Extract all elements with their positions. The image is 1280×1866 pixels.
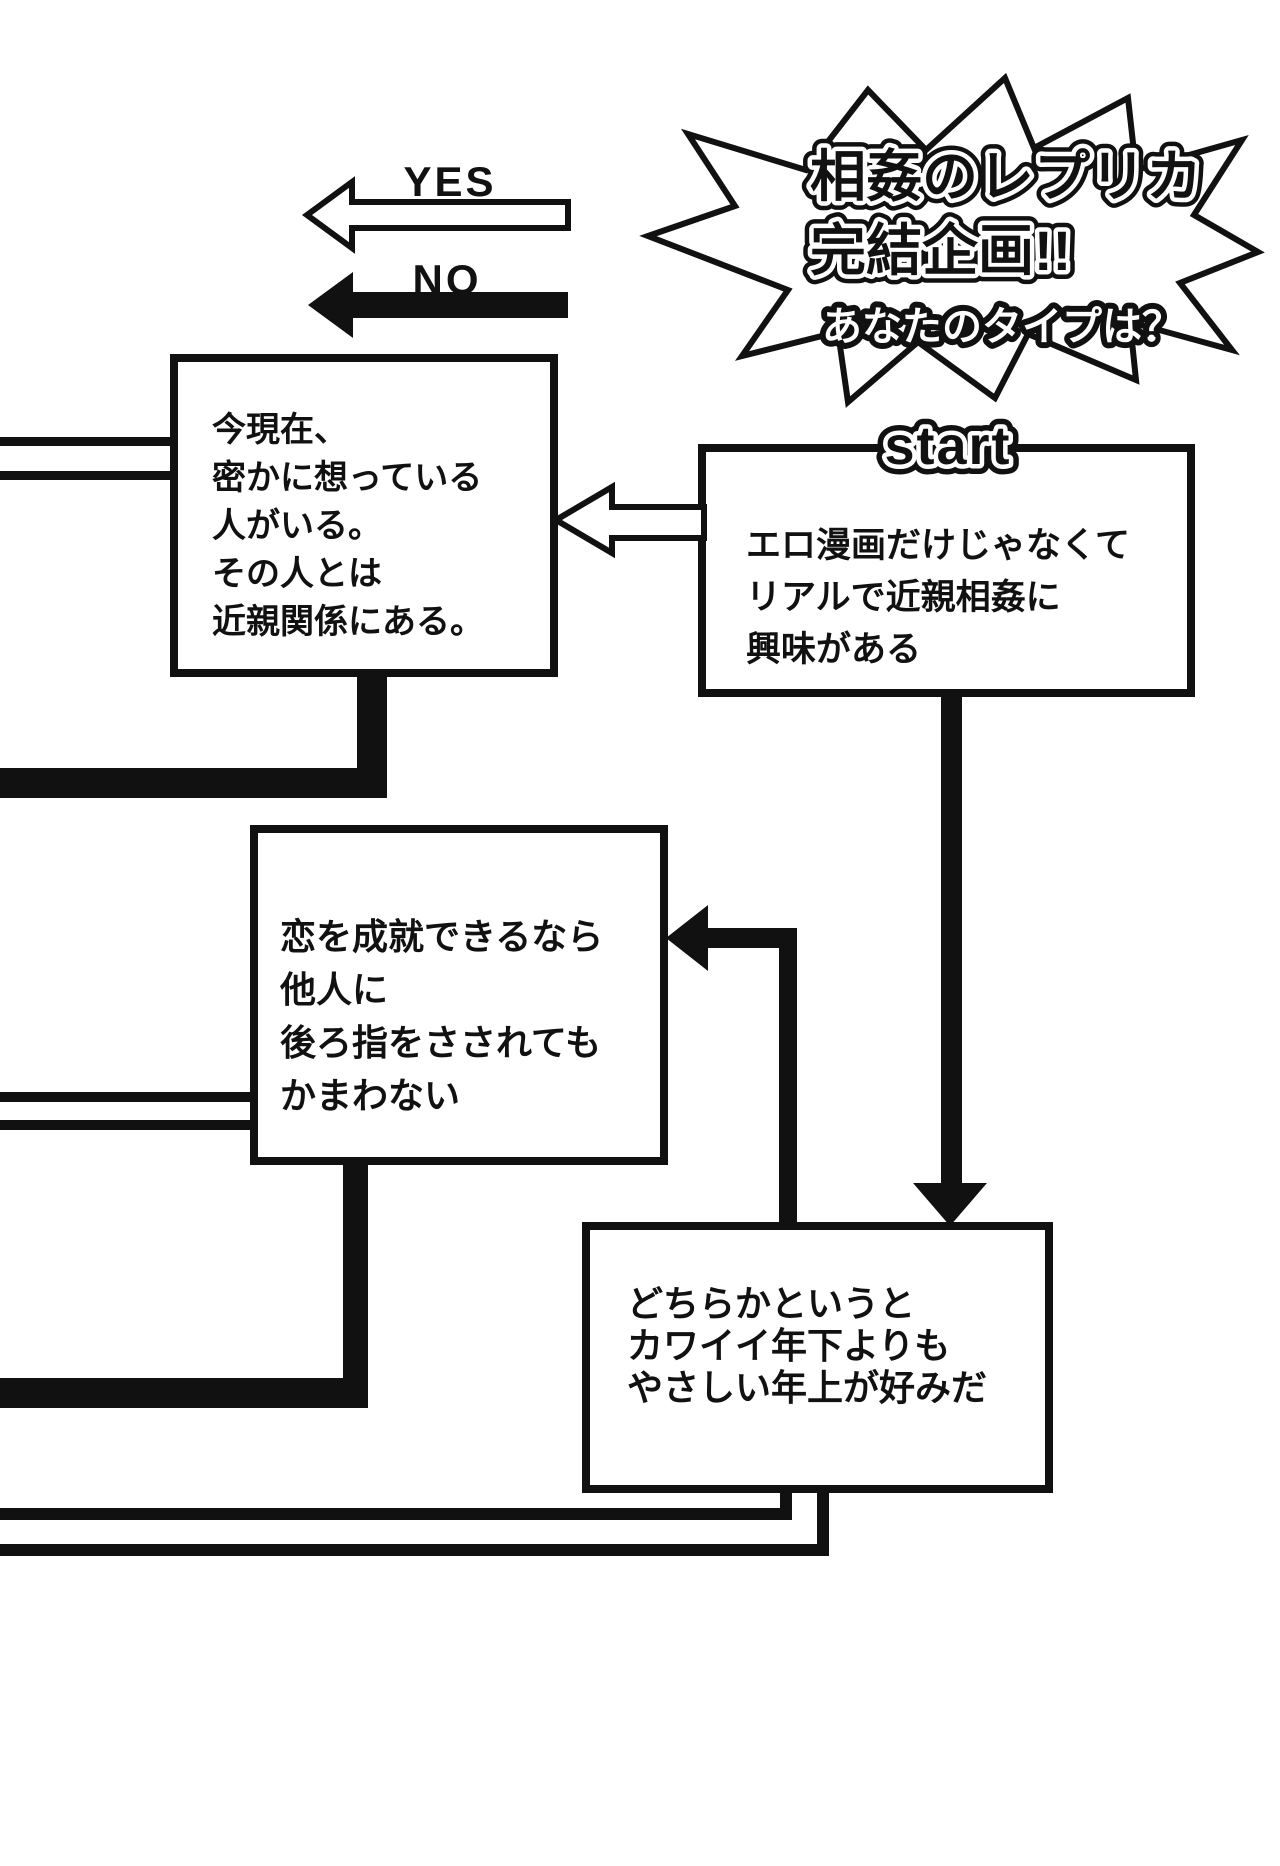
approval-left-line-bottom [0, 1120, 252, 1130]
start-down-arrowhead [913, 1183, 987, 1226]
burst-title-line2: 完結企画!! [810, 219, 1071, 282]
burst-title: 相姦のレプリカ 完結企画!! 相姦のレプリカ 完結企画!! [801, 136, 1211, 291]
crush-left-line-top [0, 437, 172, 446]
flow-box-start-text: エロ漫画だけじゃなくて リアルで近親相姦に 興味がある [746, 526, 1130, 669]
flow-box-older-preference: どちらかというと カワイイ年下よりも やさしい年上が好みだ [582, 1222, 1053, 1493]
crush-left-line-bottom [0, 471, 172, 480]
older-bottom-line1-horizontal [0, 1508, 792, 1520]
no-arrow [308, 272, 568, 338]
approval-bottom-line-horizontal [0, 1378, 368, 1408]
flow-box-older-preference-text: どちらかというと カワイイ年下よりも やさしい年上が好みだ [627, 1284, 988, 1408]
start-down-line [941, 693, 962, 1188]
older-bottom-line2-vertical [817, 1488, 829, 1556]
flow-box-approval: 恋を成就できるなら 他人に 後ろ指をさされても かまわない [250, 825, 668, 1165]
flow-box-secret-crush-text: 今現在、 密かに想っている 人がいる。 その人とは 近親関係にある。 [212, 412, 484, 641]
approval-left-line-top [0, 1092, 252, 1102]
burst-subtitle: あなたのタイプは？ [822, 305, 1182, 349]
crush-yes-arrow [550, 481, 707, 559]
approval-bottom-line-vertical [343, 1158, 368, 1408]
crush-bottom-line-horizontal [0, 768, 387, 798]
yes-label: YES [403, 158, 496, 205]
burst-title-line2-outer: 完結企画!! [810, 219, 1071, 282]
flow-box-secret-crush: 今現在、 密かに想っている 人がいる。 その人とは 近親関係にある。 [170, 354, 558, 677]
burst-title-line1-outer: 相姦のレプリカ [810, 145, 1202, 208]
burst-title-line1: 相姦のレプリカ [810, 145, 1202, 208]
yes-arrow [301, 176, 571, 254]
branch-down-line [779, 928, 797, 1228]
older-bottom-line2-horizontal [0, 1544, 829, 1556]
starburst [639, 72, 1265, 408]
flow-box-start: エロ漫画だけじゃなくて リアルで近親相姦に 興味がある [698, 444, 1195, 697]
no-label: NO [413, 256, 482, 303]
flow-box-approval-text: 恋を成就できるなら 他人に 後ろ指をさされても かまわない [280, 917, 604, 1116]
crush-bottom-line-vertical [357, 671, 387, 798]
approval-no-arrow [666, 905, 797, 971]
